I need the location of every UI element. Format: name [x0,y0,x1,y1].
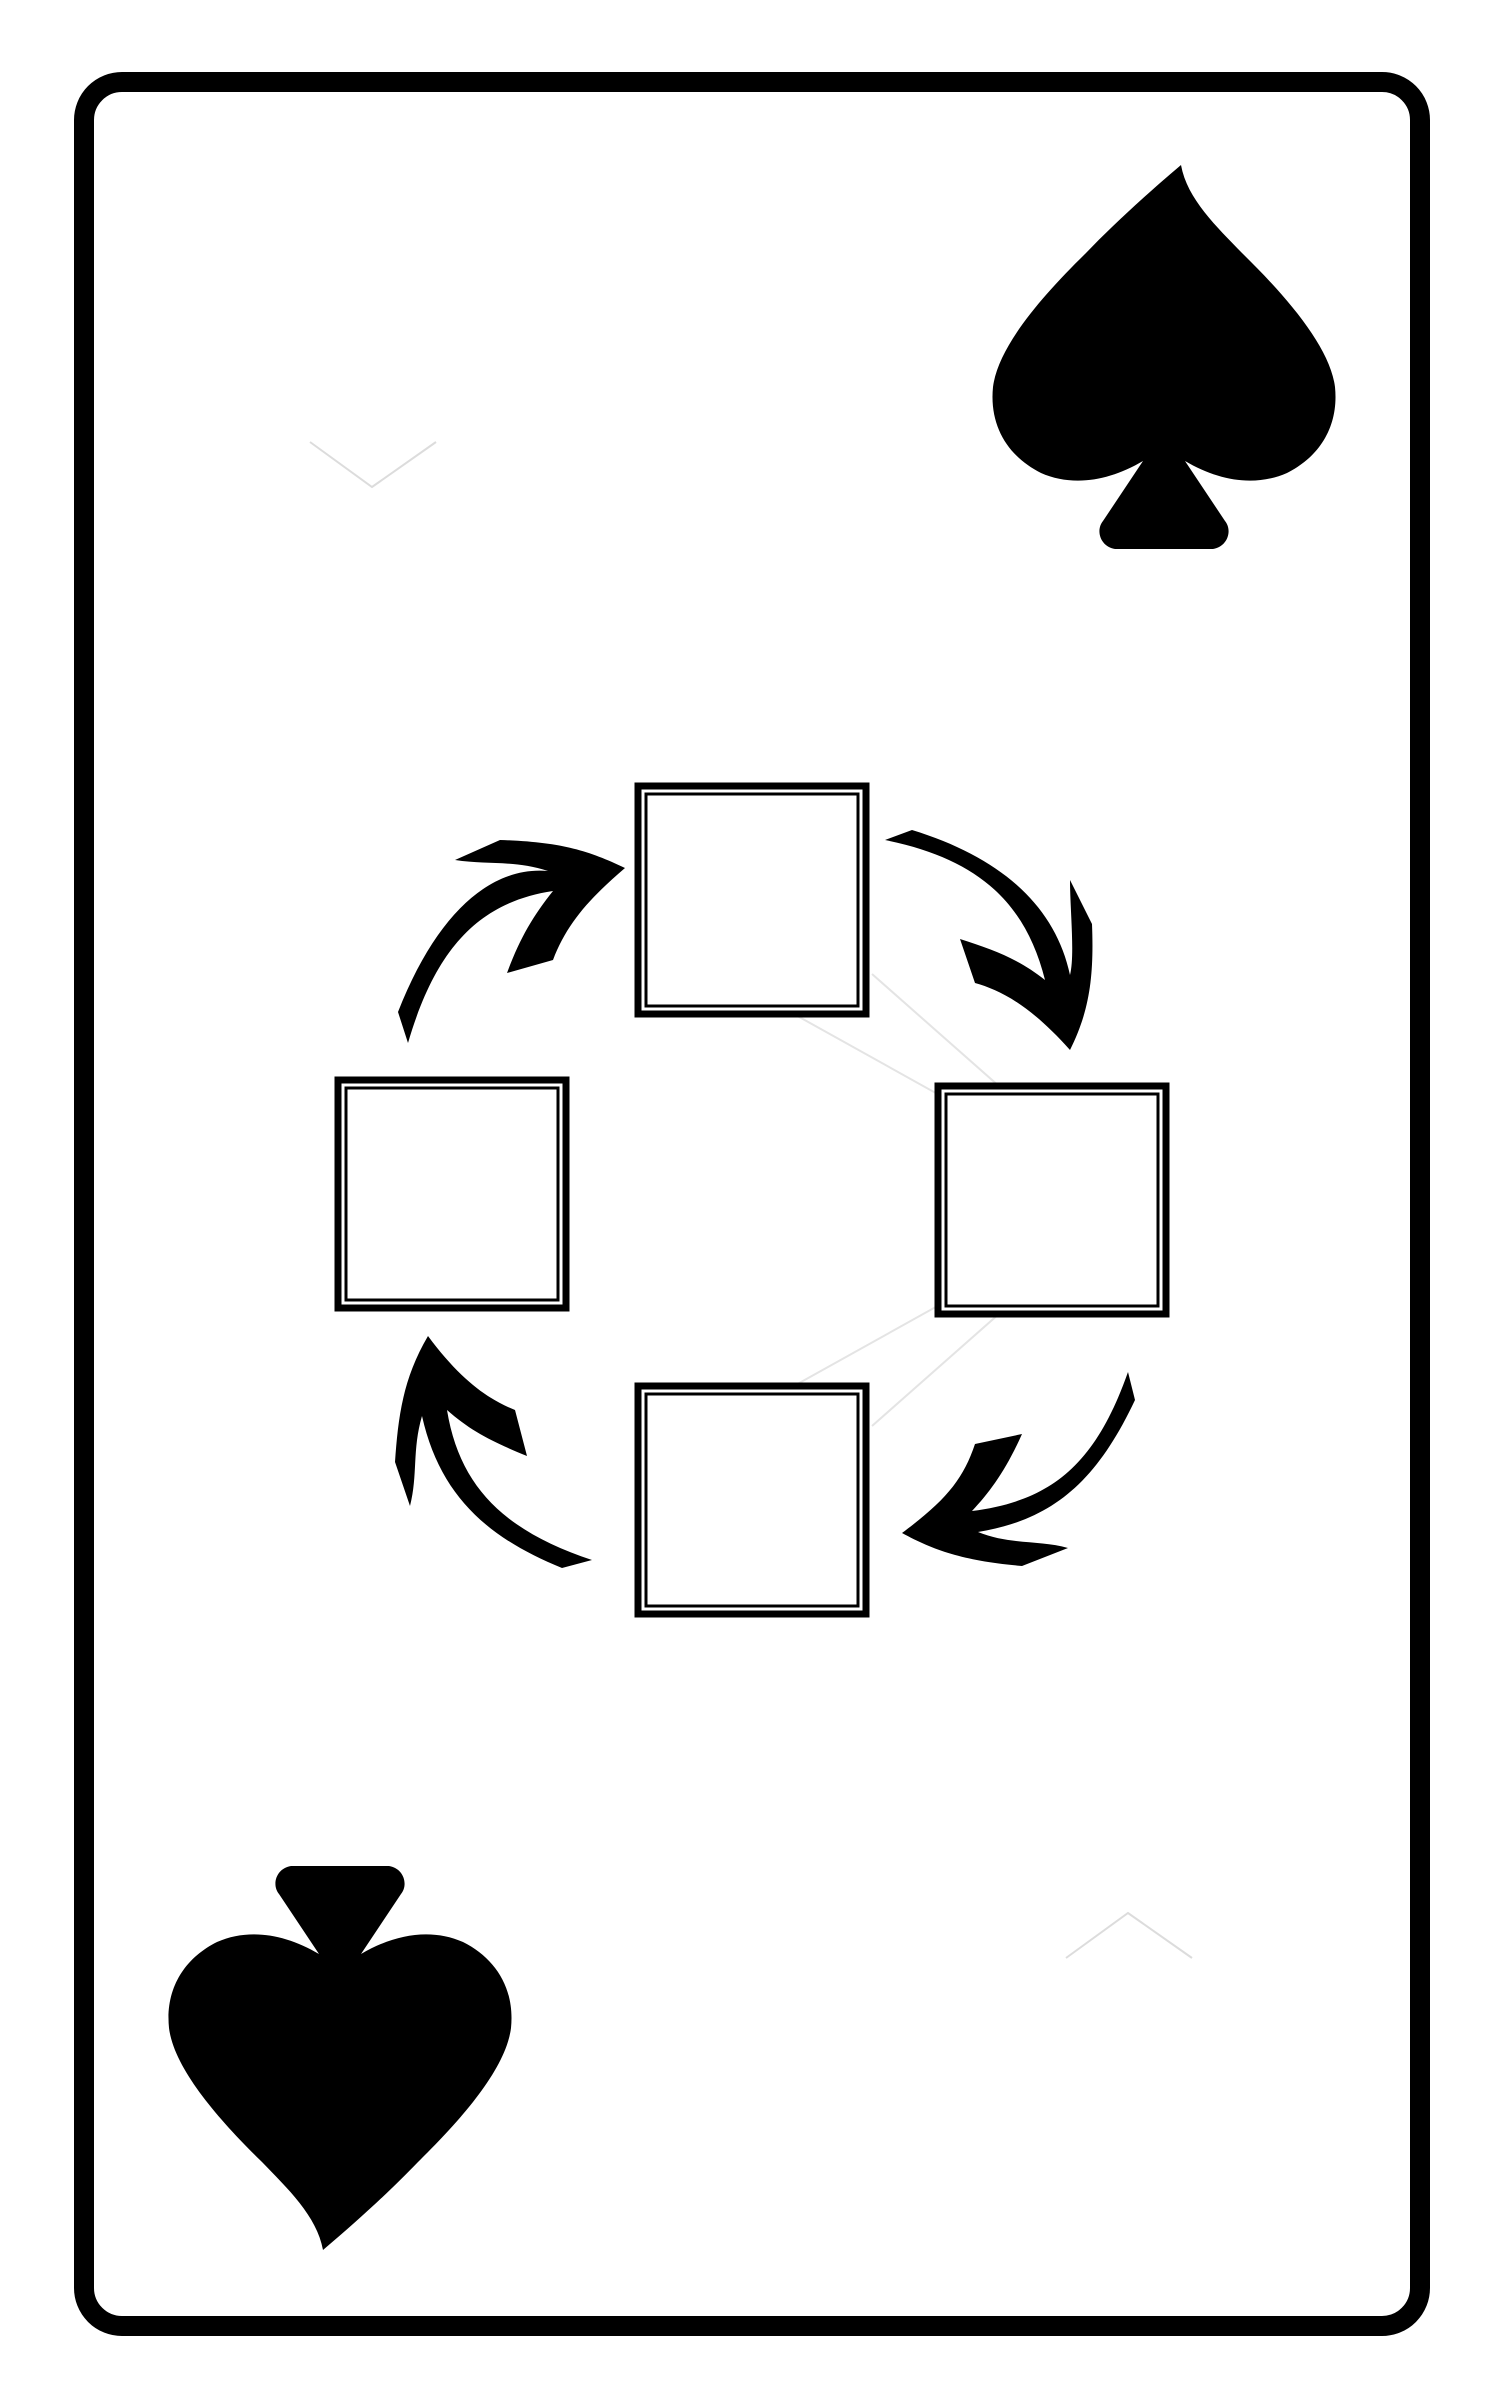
spade-icon-top-right [992,165,1336,549]
node-right[interactable] [934,1082,1170,1318]
faint-corner-mark-top [309,441,437,489]
arrow-right-to-bottom [902,1372,1135,1566]
faint-corner-mark-bottom [1065,1911,1193,1959]
cycle-diagram [334,782,1170,1618]
card-border [74,72,1430,2336]
node-left[interactable] [334,1076,570,1312]
node-bottom[interactable] [634,1382,870,1618]
arrow-bottom-to-left [395,1336,592,1568]
node-top[interactable] [634,782,870,1018]
arrow-left-to-top [398,840,625,1043]
arrow-top-to-right [885,830,1093,1050]
spade-icon-bottom-left [168,1866,512,2250]
